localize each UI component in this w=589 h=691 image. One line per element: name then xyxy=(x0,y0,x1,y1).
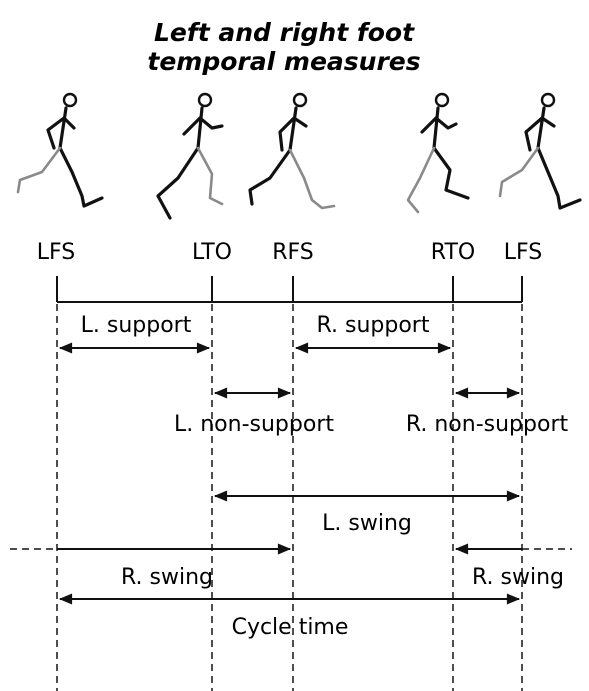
event-label-rfs: RFS xyxy=(272,240,314,265)
phase-label-r-swing-right: R. swing xyxy=(472,565,564,590)
runner-figure-1 xyxy=(16,92,104,208)
phase-label-r-support: R. support xyxy=(317,313,430,338)
timeline-bar xyxy=(56,276,523,303)
phase-label-r-swing-left: R. swing xyxy=(121,565,213,590)
phase-label-l-non-support: L. non-support xyxy=(174,412,334,437)
runner-figure-5 xyxy=(498,92,582,210)
event-label-lfs-start: LFS xyxy=(37,240,76,265)
phase-label-r-non-support: R. non-support xyxy=(406,412,569,437)
phase-label-cycle-time: Cycle time xyxy=(232,615,349,640)
event-label-lfs-end: LFS xyxy=(504,240,543,265)
event-label-lto: LTO xyxy=(192,240,232,265)
phase-label-l-support: L. support xyxy=(81,313,192,338)
runner-figure-4 xyxy=(406,92,470,214)
runner-figure-2 xyxy=(156,92,224,220)
event-label-rto: RTO xyxy=(431,240,475,265)
diagram-title-line-1: Left and right foot xyxy=(154,18,415,47)
diagram-title-line-2: temporal measures xyxy=(147,47,420,76)
phase-label-l-swing: L. swing xyxy=(322,511,412,536)
runner-figure-3 xyxy=(248,92,336,210)
